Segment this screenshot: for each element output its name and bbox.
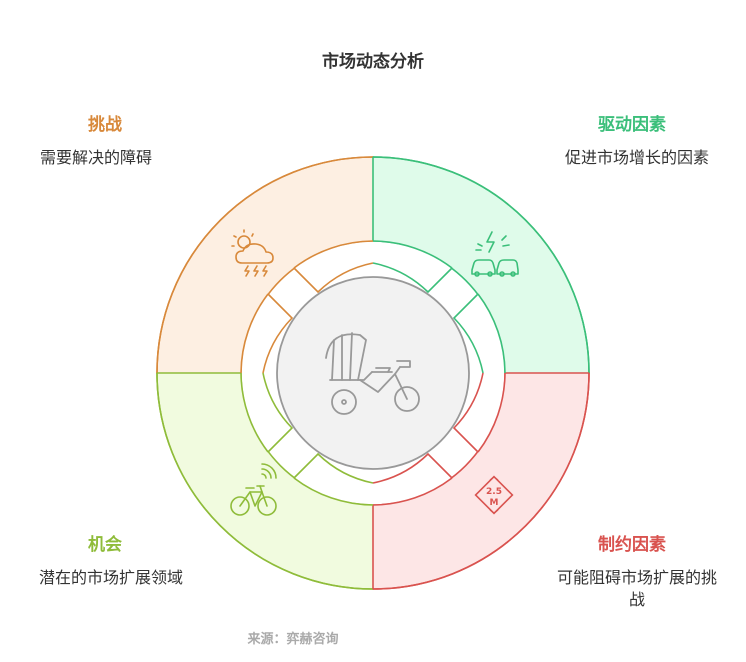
challenges-description: 需要解决的障碍 xyxy=(40,148,153,167)
source-note: 来源：弈赫咨询 xyxy=(247,632,339,647)
ring-segments xyxy=(156,156,590,590)
drivers-description: 促进市场增长的因素 xyxy=(564,148,709,167)
sign-text-bottom: M xyxy=(490,498,499,508)
storm-cloud-icon xyxy=(231,229,274,277)
drivers-title: 驱动因素 xyxy=(598,115,666,135)
connected-bicycle-icon xyxy=(230,463,277,516)
inner-gap-band xyxy=(240,240,506,506)
center-hub xyxy=(276,276,470,470)
constraints-title: 制约因素 xyxy=(598,535,666,555)
opportunities-description: 潜在的市场扩展领域 xyxy=(38,568,183,587)
pedicab-icon xyxy=(325,332,420,415)
height-limit-sign-icon: 2.5 M xyxy=(474,475,514,515)
traffic-cars-icon xyxy=(471,231,519,277)
sign-text-top: 2.5 xyxy=(486,487,502,497)
constraints-description: 可能阻碍市场扩展的挑战 xyxy=(556,568,717,609)
page-title: 市场动态分析 xyxy=(322,52,424,72)
opportunities-title: 机会 xyxy=(88,535,122,555)
challenges-title: 挑战 xyxy=(88,115,122,135)
